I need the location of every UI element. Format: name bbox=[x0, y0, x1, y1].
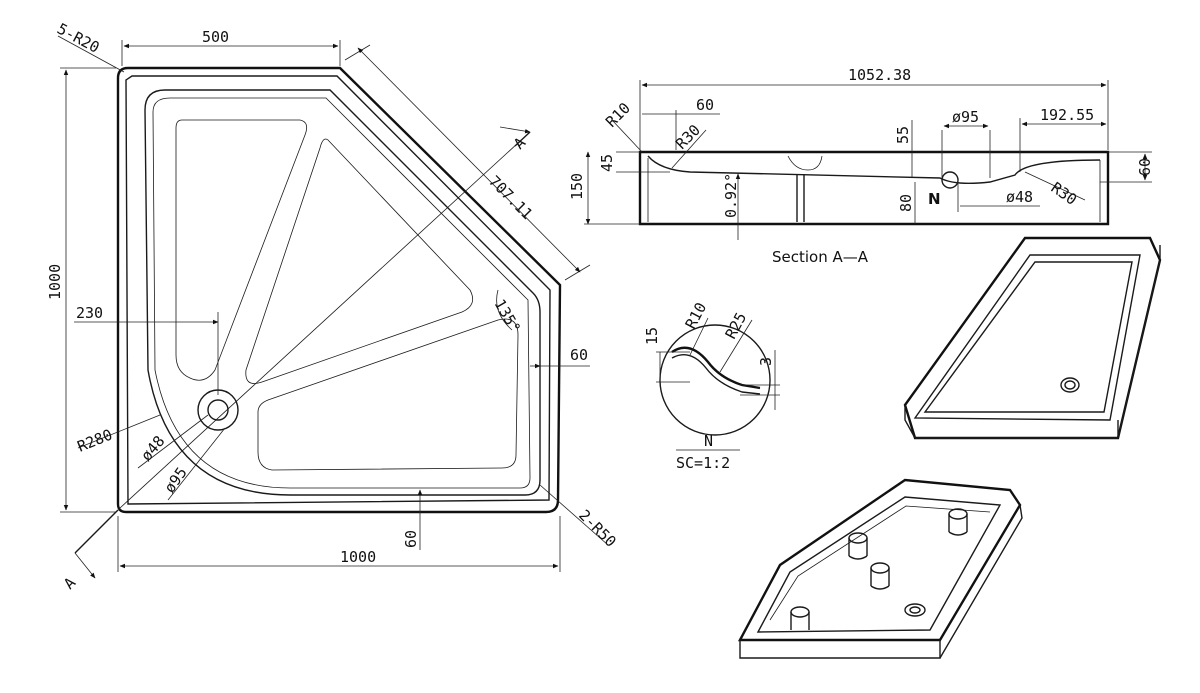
texture-panel-left bbox=[175, 119, 308, 381]
sec-dim-192: 192.55 bbox=[1040, 106, 1094, 124]
section-title: Section A—A bbox=[772, 248, 869, 266]
sec-dim-55: 55 bbox=[894, 126, 912, 144]
detail-circle bbox=[659, 324, 771, 436]
sec-dim-n: N bbox=[928, 190, 941, 208]
drain-outer bbox=[197, 389, 239, 431]
dim-inner-offset: 230 bbox=[76, 304, 103, 322]
detail-dim-3: 3 bbox=[757, 357, 775, 366]
dim-drain-48: ø48 bbox=[137, 432, 168, 464]
sec-dim-80: 80 bbox=[897, 194, 915, 212]
detail-view: 15 R10 R25 3 N SC=1:2 bbox=[643, 300, 780, 472]
texture-panel-middle bbox=[245, 138, 474, 384]
tray-basin-outline bbox=[144, 89, 541, 496]
detail-label: N bbox=[704, 432, 713, 450]
texture-panel-bottom bbox=[257, 318, 519, 471]
sec-dim-45: 45 bbox=[598, 154, 616, 172]
dim-bottom-width: 1000 bbox=[340, 548, 376, 566]
sec-dim-r30-left: R30 bbox=[672, 121, 704, 153]
detail-dim-15: 15 bbox=[643, 327, 661, 345]
tray-outer-outline bbox=[116, 66, 562, 514]
section-mark-top: A bbox=[510, 134, 529, 153]
dim-bottom-rim: 60 bbox=[402, 530, 420, 548]
dim-left-height: 1000 bbox=[46, 264, 64, 300]
dim-drain-95: ø95 bbox=[161, 464, 191, 497]
sec-dim-d95: ø95 bbox=[952, 108, 979, 126]
detail-dim-r25: R25 bbox=[722, 310, 751, 342]
detail-dim-r10: R10 bbox=[682, 300, 711, 332]
section-inner bbox=[647, 155, 1101, 185]
section-mark-bottom: A bbox=[60, 574, 79, 593]
sec-dim-total-length: 1052.38 bbox=[848, 66, 911, 84]
dim-angle: 135° bbox=[491, 296, 525, 336]
sec-dim-r30-right: R30 bbox=[1048, 179, 1081, 209]
sec-dim-r10: R10 bbox=[602, 99, 634, 131]
dim-diagonal: 707.11 bbox=[485, 172, 536, 223]
drain-inner bbox=[207, 399, 229, 421]
dim-right-rim: 60 bbox=[570, 346, 588, 364]
tray-rim-line bbox=[125, 75, 551, 505]
section-view: 1052.38 60 R10 R30 45 150 0.92° 55 ø95 1… bbox=[568, 66, 1154, 266]
sec-dim-d48: ø48 bbox=[1006, 188, 1033, 206]
section-line bbox=[119, 131, 531, 509]
plan-view: A A 500 5-R20 1000 707.11 230 60 135° bbox=[46, 20, 620, 593]
sec-dim-60-top: 60 bbox=[696, 96, 714, 114]
sec-dim-60-right: 60 bbox=[1136, 158, 1154, 176]
iso-view-bottom bbox=[738, 478, 1023, 659]
dim-top-width: 500 bbox=[202, 28, 229, 46]
sec-dim-150: 150 bbox=[568, 173, 586, 200]
sec-dim-slope: 0.92° bbox=[722, 173, 740, 218]
dim-corner-r280: R280 bbox=[75, 425, 115, 455]
dim-corner-r50: 2-R50 bbox=[575, 506, 620, 551]
dim-corner-radius: 5-R20 bbox=[54, 20, 102, 57]
section-profile bbox=[638, 150, 1110, 226]
detail-scale: SC=1:2 bbox=[676, 454, 730, 472]
tray-basin-inner bbox=[152, 97, 531, 489]
iso-view-top bbox=[903, 236, 1162, 440]
